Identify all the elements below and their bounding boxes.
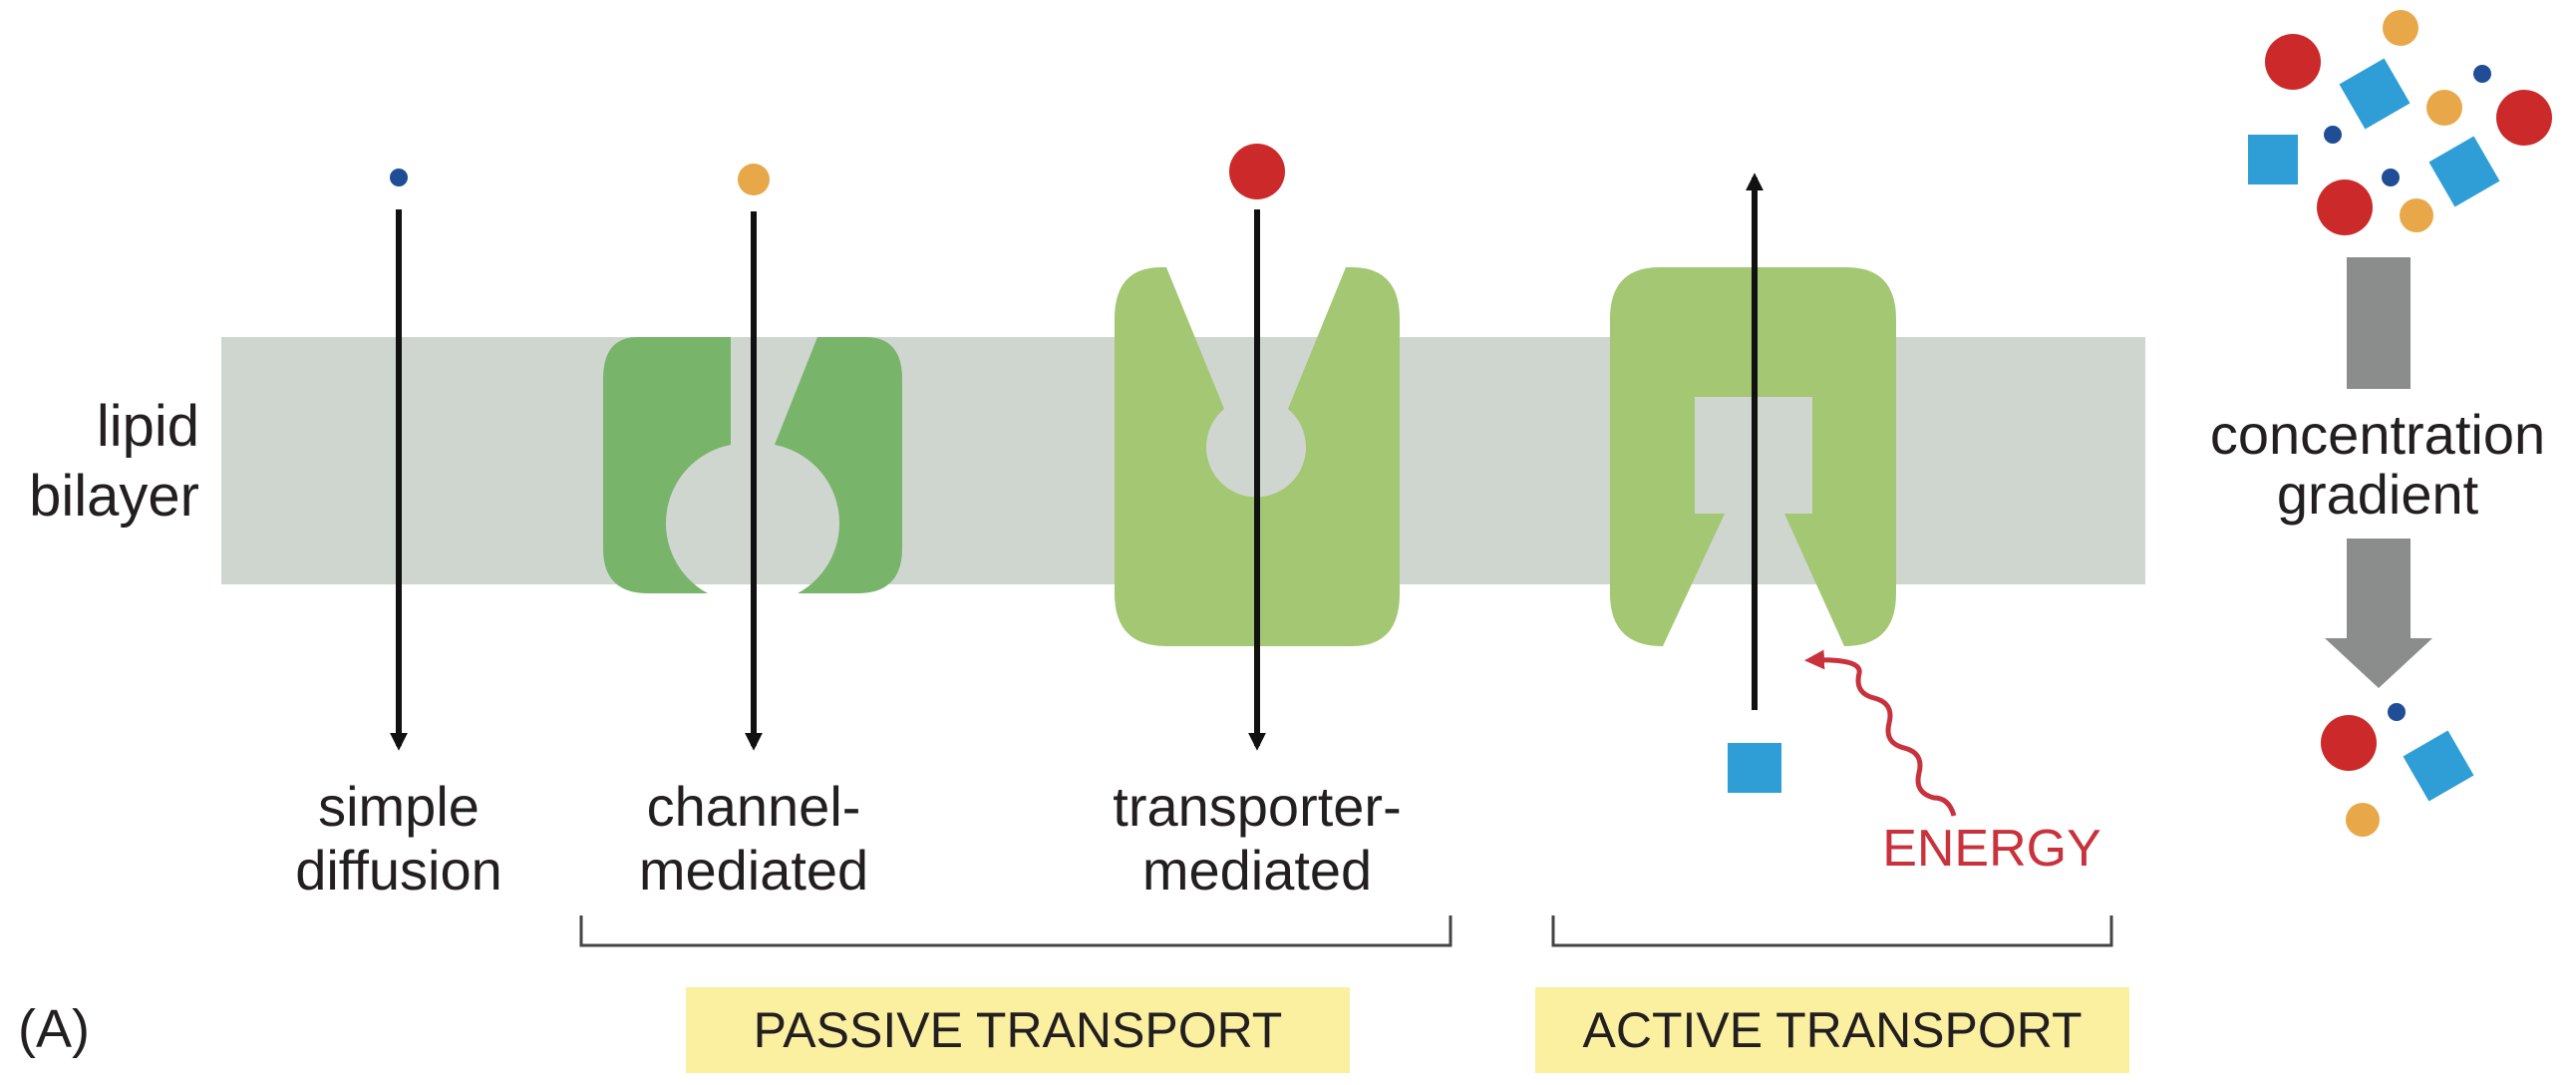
gradient-label-line2: gradient <box>2277 463 2479 526</box>
bilayer-label-line1: lipid <box>97 394 199 459</box>
blue-square-solute <box>1728 743 1781 793</box>
high-concentration-cluster <box>2248 10 2552 235</box>
small-navy-solute <box>390 169 408 186</box>
gradient-arrow-top <box>2347 257 2411 389</box>
active-transport-box <box>1535 987 2129 1073</box>
orange-solute <box>738 164 770 195</box>
channel-mediated-label-2: mediated <box>639 839 868 902</box>
channel-mediated-label-1: channel- <box>647 775 861 838</box>
transporter-mediated-label-1: transporter- <box>1113 775 1401 838</box>
active-bracket <box>1551 915 2113 947</box>
bilayer-label-line2: bilayer <box>29 464 199 529</box>
passive-bracket <box>579 915 1452 947</box>
red-solute <box>1229 144 1285 199</box>
passive-transport-label: PASSIVE TRANSPORT <box>754 1002 1283 1058</box>
energy-squiggle <box>1804 649 1957 817</box>
passive-transport-box <box>686 987 1350 1073</box>
transporter-mediated-label-2: mediated <box>1142 839 1372 902</box>
panel-label: (A) <box>18 999 90 1059</box>
low-concentration-cluster <box>2321 703 2474 837</box>
gradient-label-line1: concentration <box>2210 403 2545 466</box>
active-transport-label: ACTIVE TRANSPORT <box>1582 1002 2082 1058</box>
simple-diffusion-label-2: diffusion <box>295 839 502 902</box>
simple-diffusion-label-1: simple <box>318 775 480 838</box>
channel-protein <box>603 337 902 593</box>
energy-label: ENERGY <box>1882 820 2101 878</box>
gradient-arrow-bottom <box>2325 539 2432 688</box>
